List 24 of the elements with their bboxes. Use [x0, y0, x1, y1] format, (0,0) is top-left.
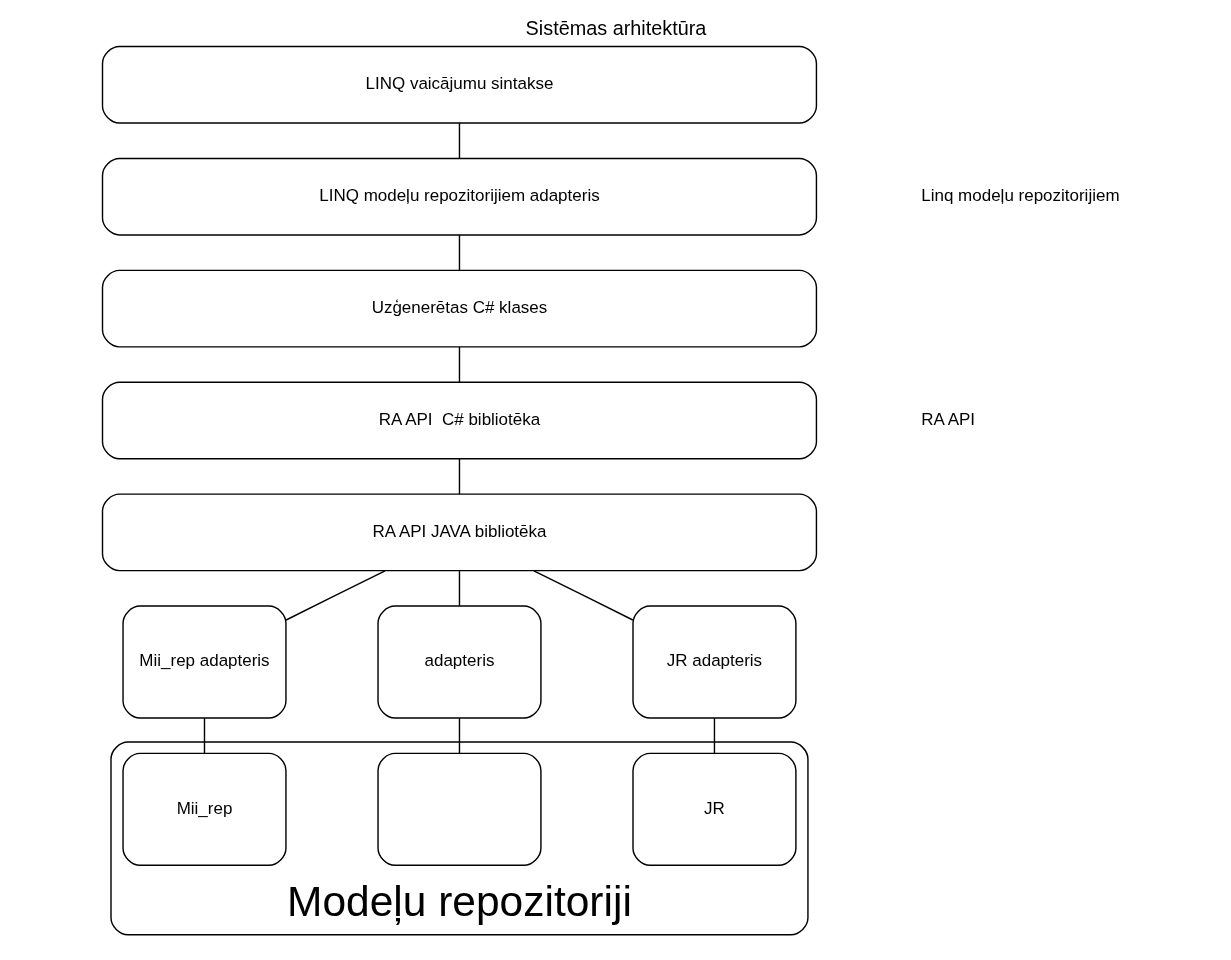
node-box: LINQ modeļu repozitorijiem adapteris: [101, 157, 817, 236]
connector: [458, 717, 460, 754]
node-box: adapteris: [376, 605, 542, 719]
label: Linq modeļu repozitorijiem: [920, 186, 1120, 206]
node-box: JR adapteris: [631, 605, 797, 719]
label: RA API: [920, 409, 975, 429]
connector: [458, 346, 460, 383]
node-box: [376, 752, 542, 866]
node-box: LINQ vaicājumu sintakse: [101, 45, 817, 124]
connector: [284, 570, 386, 621]
connector: [458, 570, 460, 607]
node-box: Mii_rep adapteris: [121, 605, 287, 719]
connector: [458, 458, 460, 495]
connector: [458, 122, 460, 160]
node-box: Uzģenerētas C# klases: [101, 269, 817, 348]
connector: [713, 717, 715, 754]
node-box: RA API C# bibliotēka: [101, 381, 817, 460]
connector: [203, 717, 205, 754]
node-box: JR: [631, 752, 797, 866]
diagram-title: Sistēmas arhitektūra: [525, 17, 706, 40]
node-box: Mii_rep: [121, 752, 287, 866]
connector: [532, 570, 633, 621]
node-box: RA API JAVA bibliotēka: [101, 493, 817, 572]
connector: [458, 234, 460, 271]
